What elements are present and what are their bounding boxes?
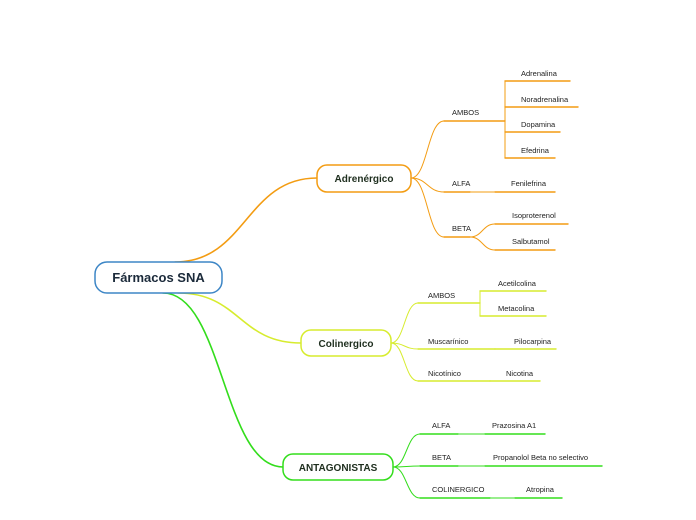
group-label[interactable]: AMBOS <box>428 291 455 300</box>
leaf-label[interactable]: Isoproterenol <box>512 211 556 220</box>
root-branch-connector <box>177 292 302 344</box>
leaf-label[interactable]: Atropina <box>526 485 555 494</box>
group-label[interactable]: BETA <box>432 453 451 462</box>
root-node[interactable]: Fármacos SNA <box>94 261 223 294</box>
branch-group-connector <box>390 302 419 344</box>
branch-node-box <box>316 164 412 193</box>
root-branch-connector <box>162 292 284 468</box>
root-node-label: Fármacos SNA <box>112 270 205 285</box>
branch-node-box <box>282 453 394 481</box>
group-label[interactable]: ALFA <box>452 179 470 188</box>
group-label[interactable]: ALFA <box>432 421 450 430</box>
leaf-label[interactable]: Prazosina A1 <box>492 421 536 430</box>
branch-group-connector <box>392 465 421 468</box>
branch-node-antagonistas[interactable]: ANTAGONISTAS <box>282 453 394 481</box>
branch-node-label: Adrenérgico <box>335 174 394 185</box>
branch-node-label: Colinergico <box>318 339 373 350</box>
branch-group-connector <box>392 466 421 499</box>
leaf-label[interactable]: Metacolina <box>498 304 535 313</box>
leaf-label[interactable]: Adrenalina <box>521 69 558 78</box>
leaf-label[interactable]: Dopamina <box>521 120 556 129</box>
group-label[interactable]: Nicotínico <box>428 369 461 378</box>
branch-group-connector <box>410 177 445 193</box>
branch-node-box <box>300 329 392 357</box>
leaf-label[interactable]: Noradrenalina <box>521 95 569 104</box>
leaf-label[interactable]: Nicotina <box>506 369 534 378</box>
branch-group-connector <box>390 342 419 382</box>
leaf-label[interactable]: Propanolol Beta no selectivo <box>493 453 588 462</box>
branch-group-connector <box>410 120 445 179</box>
leaf-label[interactable]: Acetilcolina <box>498 279 537 288</box>
branch-group-connector <box>410 177 445 238</box>
group-leaf-connector <box>469 223 496 238</box>
leaf-label[interactable]: Salbutamol <box>512 237 550 246</box>
leaf-label[interactable]: Fenilefrina <box>511 179 547 188</box>
group-leaf-connector <box>469 236 496 251</box>
group-label[interactable]: AMBOS <box>452 108 479 117</box>
group-label[interactable]: COLINERGICO <box>432 485 485 494</box>
branch-group-connector <box>392 433 421 468</box>
branch-node-adrenergico[interactable]: Adrenérgico <box>316 164 412 193</box>
leaf-label[interactable]: Efedrina <box>521 146 550 155</box>
branch-node-label: ANTAGONISTAS <box>299 463 378 474</box>
root-branch-connector <box>174 177 318 263</box>
connector-layer <box>162 80 603 499</box>
root-node-box <box>94 261 223 294</box>
group-label[interactable]: BETA <box>452 224 471 233</box>
branch-node-colinergico[interactable]: Colinergico <box>300 329 392 357</box>
leaf-label[interactable]: Pilocarpina <box>514 337 552 346</box>
group-label[interactable]: Muscarínico <box>428 337 468 346</box>
